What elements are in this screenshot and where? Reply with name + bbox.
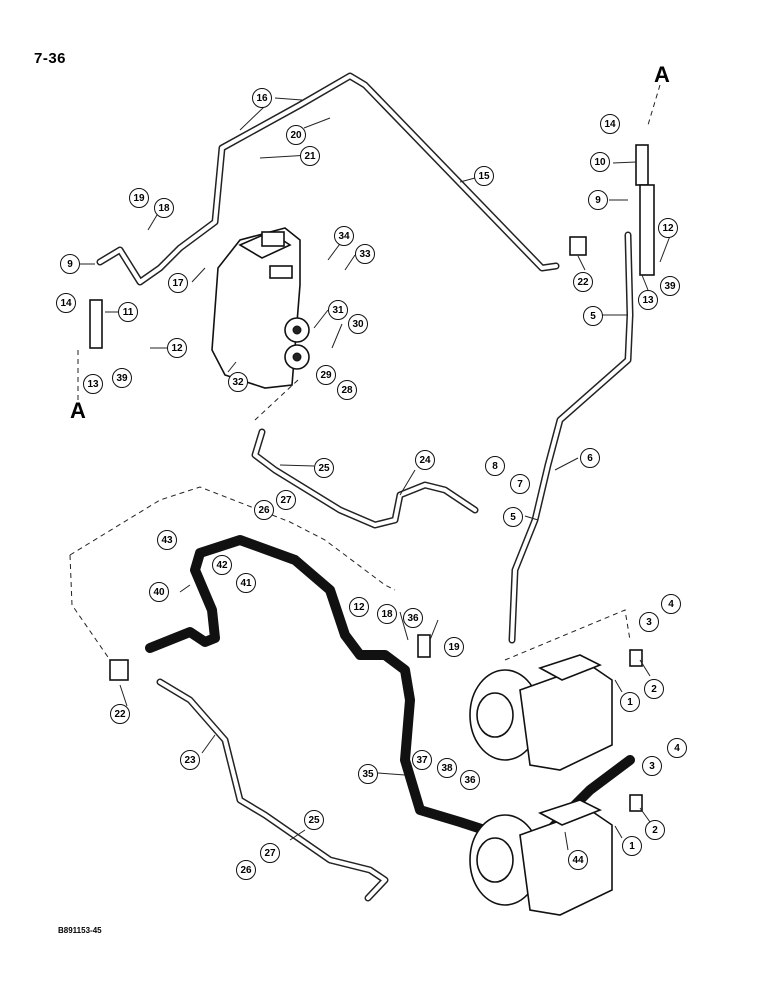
callout-37: 37 — [412, 750, 432, 770]
callout-26: 26 — [254, 500, 274, 520]
callout-19-lower: 19 — [444, 637, 464, 657]
callout-43: 43 — [157, 530, 177, 550]
callout-1-lower: 1 — [622, 836, 642, 856]
callout-7: 7 — [510, 474, 530, 494]
right-steel-tube — [508, 231, 634, 644]
callout-3: 3 — [639, 612, 659, 632]
callout-23: 23 — [180, 750, 200, 770]
callout-25: 25 — [314, 458, 334, 478]
callout-44: 44 — [568, 850, 588, 870]
fittings — [89, 144, 655, 812]
callout-8: 8 — [485, 456, 505, 476]
callout-5-lower: 5 — [503, 507, 523, 527]
callout-36: 36 — [403, 608, 423, 628]
callout-12: 12 — [167, 338, 187, 358]
arrow-label-a-top: A — [654, 62, 670, 87]
callout-31: 31 — [328, 300, 348, 320]
callout-21: 21 — [300, 146, 320, 166]
upper-brake-actuator — [469, 654, 613, 771]
arrow-label-a-left: A — [70, 398, 86, 423]
dashed-group-outlines — [69, 379, 631, 661]
callout-6: 6 — [580, 448, 600, 468]
callout-35: 35 — [358, 764, 378, 784]
callout-2-lower: 2 — [645, 820, 665, 840]
callout-12-right: 12 — [658, 218, 678, 238]
upper-steel-tube — [96, 72, 560, 286]
callout-2: 2 — [644, 679, 664, 699]
callout-1: 1 — [620, 692, 640, 712]
callout-30: 30 — [348, 314, 368, 334]
middle-steel-tube — [251, 428, 479, 529]
callout-13-right: 13 — [638, 290, 658, 310]
callout-19: 19 — [129, 188, 149, 208]
callout-39: 39 — [112, 368, 132, 388]
callout-15: 15 — [474, 166, 494, 186]
callout-41: 41 — [236, 573, 256, 593]
arrow-lines — [77, 84, 661, 400]
lower-steel-tube — [156, 678, 389, 902]
callout-10: 10 — [590, 152, 610, 172]
callout-13: 13 — [83, 374, 103, 394]
pump-body — [211, 227, 310, 389]
callout-17: 17 — [168, 273, 188, 293]
callout-12-lower: 12 — [349, 597, 369, 617]
callout-9: 9 — [60, 254, 80, 274]
callout-26-lower: 26 — [236, 860, 256, 880]
callout-39-right: 39 — [660, 276, 680, 296]
callout-4-lower: 4 — [667, 738, 687, 758]
callout-22: 22 — [573, 272, 593, 292]
callout-28: 28 — [337, 380, 357, 400]
callout-36-lower: 36 — [460, 770, 480, 790]
callout-14-right: 14 — [600, 114, 620, 134]
callout-33: 33 — [355, 244, 375, 264]
leader-lines — [80, 97, 671, 851]
callout-4: 4 — [661, 594, 681, 614]
callout-40: 40 — [149, 582, 169, 602]
lower-brake-actuator — [469, 799, 613, 916]
callout-27-lower: 27 — [260, 843, 280, 863]
callout-38: 38 — [437, 758, 457, 778]
callout-27: 27 — [276, 490, 296, 510]
callout-18-lower: 18 — [377, 604, 397, 624]
callout-16: 16 — [252, 88, 272, 108]
callout-14: 14 — [56, 293, 76, 313]
callout-20: 20 — [286, 125, 306, 145]
callout-42: 42 — [212, 555, 232, 575]
callout-5: 5 — [583, 306, 603, 326]
callout-18: 18 — [154, 198, 174, 218]
callout-3-lower: 3 — [642, 756, 662, 776]
callout-9-right: 9 — [588, 190, 608, 210]
figure-code: B891153-45 — [58, 926, 102, 935]
callout-34: 34 — [334, 226, 354, 246]
page-number: 7-36 — [34, 50, 67, 67]
callout-29: 29 — [316, 365, 336, 385]
callout-24: 24 — [415, 450, 435, 470]
callout-32: 32 — [228, 372, 248, 392]
callout-25-lower: 25 — [304, 810, 324, 830]
callout-22-lower: 22 — [110, 704, 130, 724]
callout-11: 11 — [118, 302, 138, 322]
